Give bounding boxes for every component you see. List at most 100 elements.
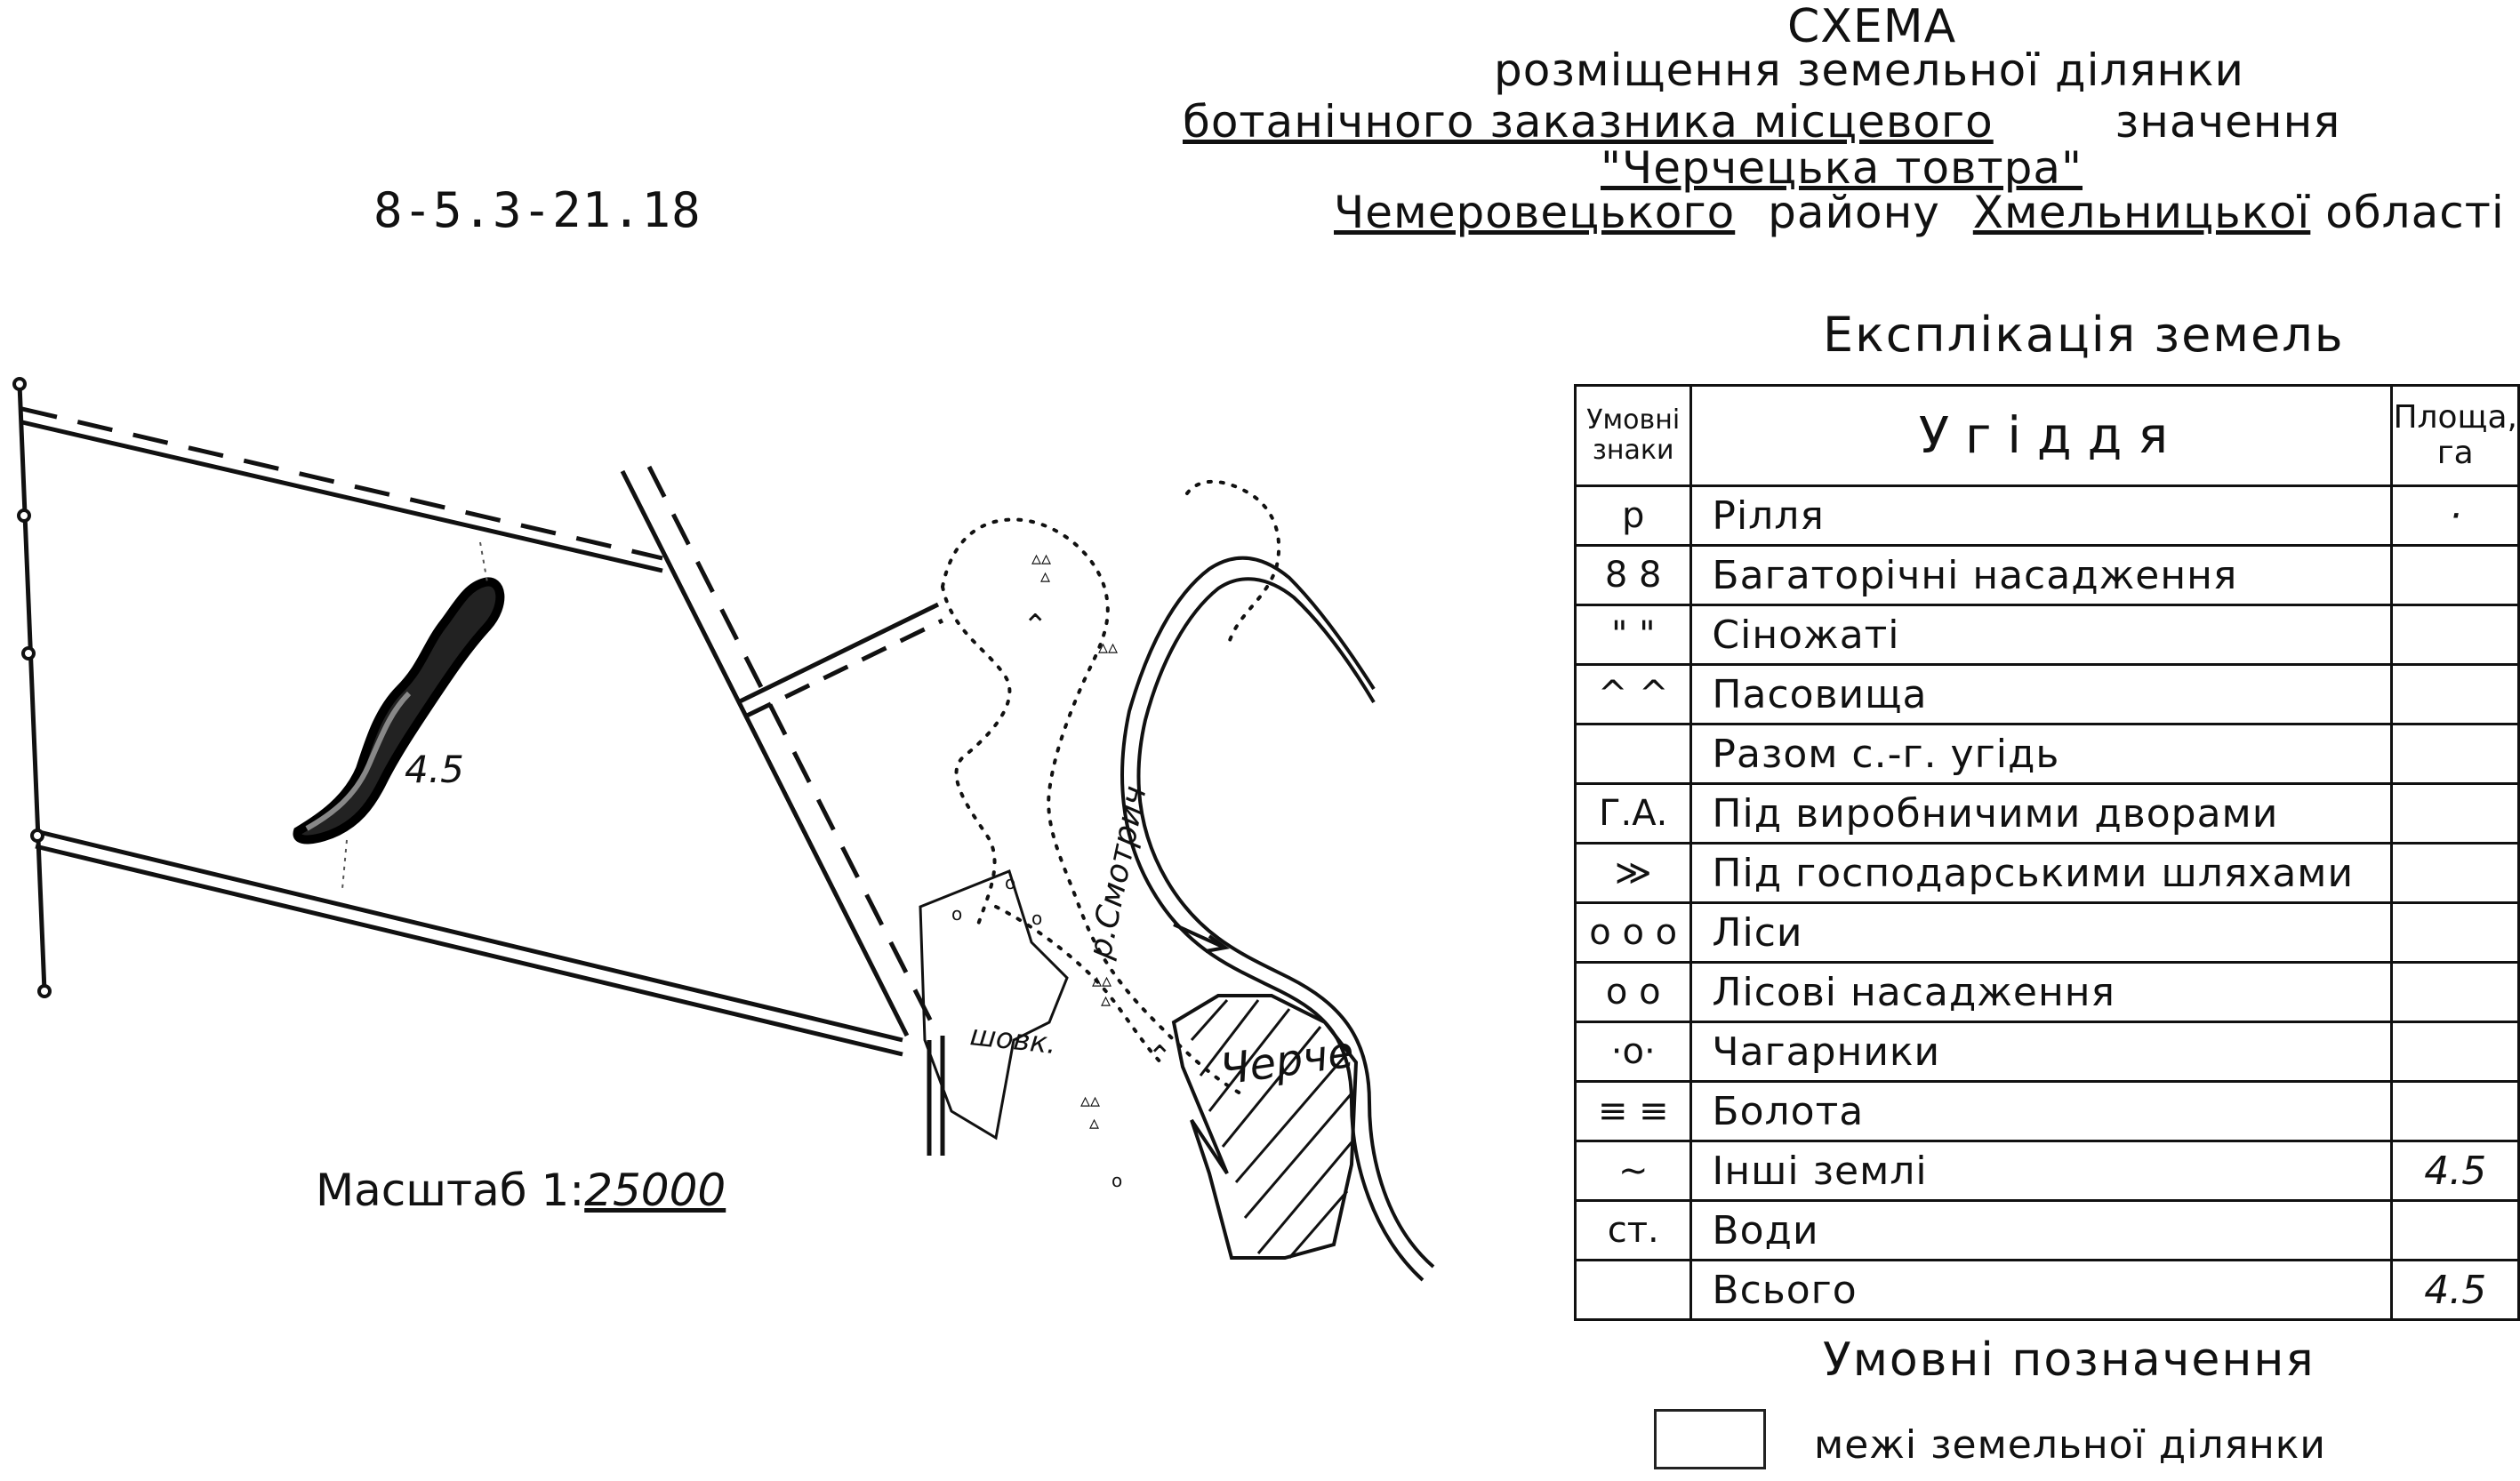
map-symbol-pasture: ⌃ — [1023, 608, 1048, 644]
explication-title: Експлікація земель — [1823, 307, 2345, 363]
table-row: ·о·Чагарники — [1573, 1021, 2520, 1083]
map-symbol-shrub: ▵ — [1040, 565, 1050, 588]
map-node — [21, 646, 36, 660]
land-sign: 8 8 — [1573, 544, 1693, 606]
land-sign — [1573, 723, 1693, 785]
map-symbol-forest: o — [1005, 872, 1015, 893]
map-side-road-a — [736, 602, 940, 705]
map-symbol-shrub: ▵ — [1101, 989, 1111, 1012]
title-rayon-word: району — [1768, 187, 1940, 238]
map-village-outline — [1171, 994, 1359, 1260]
land-area — [2390, 901, 2520, 964]
land-sign: " " — [1573, 604, 1693, 666]
map-forest-contour-south — [994, 905, 1167, 1069]
title-oblast-name: Хмельницької — [1972, 187, 2311, 238]
land-sign: р — [1573, 484, 1693, 547]
map-node — [12, 377, 27, 391]
title-block: СХЕМА розміщення земельної ділянки ботан… — [1156, 0, 2508, 258]
map-symbol-forest: o — [1031, 908, 1042, 929]
map-road-diagonal-b — [646, 465, 936, 1029]
land-area — [2390, 842, 2520, 904]
land-name: Рілля — [1689, 484, 2394, 547]
land-area — [2390, 961, 2520, 1023]
land-sign: о о — [1573, 961, 1693, 1023]
land-sign: Г.А. — [1573, 782, 1693, 845]
table-row: " "Сіножаті — [1573, 604, 2520, 666]
map-symbol-shrub: ▵ — [1089, 1112, 1099, 1134]
land-area — [2390, 663, 2520, 725]
map-symbol-forest: o — [951, 903, 962, 925]
map-river-bank-a — [1120, 556, 1425, 1282]
land-name: Лісові насадження — [1689, 961, 2394, 1023]
map-node — [17, 508, 31, 523]
table-row: ст.Води — [1573, 1199, 2520, 1261]
table-row: ≡ ≡Болота — [1573, 1080, 2520, 1142]
land-area — [2390, 1199, 2520, 1261]
map-road-upper — [21, 406, 663, 561]
map-parcel-texture — [305, 691, 412, 831]
land-area — [2390, 782, 2520, 845]
land-sign: ^ ^ — [1573, 663, 1693, 725]
table-row: ≫Під господарськими шляхами — [1573, 842, 2520, 904]
map-river-arrow-head — [1205, 934, 1230, 953]
map-symbol-shrub: ▵▵ — [1098, 636, 1118, 659]
land-name: Інші землі — [1689, 1140, 2394, 1202]
land-sign: ≡ ≡ — [1573, 1080, 1693, 1142]
land-area — [2390, 723, 2520, 785]
map-boundary-left — [17, 383, 47, 992]
map-river-bank-b — [1136, 577, 1435, 1269]
map-road-diagonal-a — [620, 469, 910, 1037]
title-line-3-end: значення — [2115, 96, 2341, 148]
title-district: Чемеровецького — [1334, 187, 1736, 238]
land-name: Болота — [1689, 1080, 2394, 1142]
land-name: Сіножаті — [1689, 604, 2394, 666]
land-sign: ·о· — [1573, 1021, 1693, 1083]
map-symbol-forest: o — [1112, 1170, 1122, 1191]
land-name: Води — [1689, 1199, 2394, 1261]
map-scale-prefix: Масштаб 1: — [316, 1165, 585, 1216]
title-line-4: "Черчецька товтра" — [1601, 142, 2083, 194]
document-code: 8-5.3-21.18 — [373, 182, 702, 238]
site-map: ▵▵ ▵ ▵▵ ⌃ ▵▵ ▵ ⌃ ▵▵ ▵ o o o o 4.5 р.Смот… — [12, 377, 1435, 1282]
map-shrub-enclosure — [919, 869, 1069, 1141]
land-sign: ~ — [1573, 1140, 1693, 1202]
map-parcel-leader-top — [479, 541, 488, 583]
land-name: Багаторічні насадження — [1689, 544, 2394, 606]
title-line-3-underlined: ботанічного заказника місцевого — [1183, 96, 1994, 148]
legend-boundary-symbol — [1654, 1409, 1766, 1469]
map-node — [37, 984, 52, 998]
title-oblast-word: області — [2325, 187, 2505, 238]
map-field-upper-boundary — [21, 420, 663, 573]
title-line-5: Чемеровецького району Хмельницької облас… — [1334, 187, 2505, 238]
map-forest-contour-west — [941, 585, 1012, 926]
map-symbol-shrub: ▵▵ — [1092, 970, 1112, 992]
map-symbol-pasture: ⌃ — [1147, 1039, 1173, 1075]
land-name: Ліси — [1689, 901, 2394, 964]
land-sign: о о о — [1573, 901, 1693, 964]
land-area — [2390, 544, 2520, 606]
land-name: Під господарськими шляхами — [1689, 842, 2394, 904]
explication-header-signs: Умовні знаки — [1573, 384, 1693, 487]
explication-header-row: Умовні знаки Угіддя Площа, га — [1573, 384, 2520, 487]
land-area — [2390, 1080, 2520, 1142]
map-parcel-leader-bottom — [341, 839, 348, 890]
map-road-lower-b — [35, 844, 903, 1057]
map-scale-value: 25000 — [584, 1165, 726, 1216]
land-name: Всього — [1689, 1259, 2394, 1321]
land-area — [2390, 604, 2520, 666]
map-village-hatching — [1190, 999, 1353, 1259]
table-row: Разом с.-г. угідь — [1573, 723, 2520, 785]
map-side-road-b — [745, 618, 944, 718]
explication-header-land: Угіддя — [1689, 384, 2394, 487]
map-parcel-area-label: 4.5 — [405, 748, 464, 791]
land-name: Під виробничими дворами — [1689, 782, 2394, 845]
map-road-lower-a — [35, 829, 903, 1043]
land-sign: ≫ — [1573, 842, 1693, 904]
table-row: ^ ^Пасовища — [1573, 663, 2520, 725]
